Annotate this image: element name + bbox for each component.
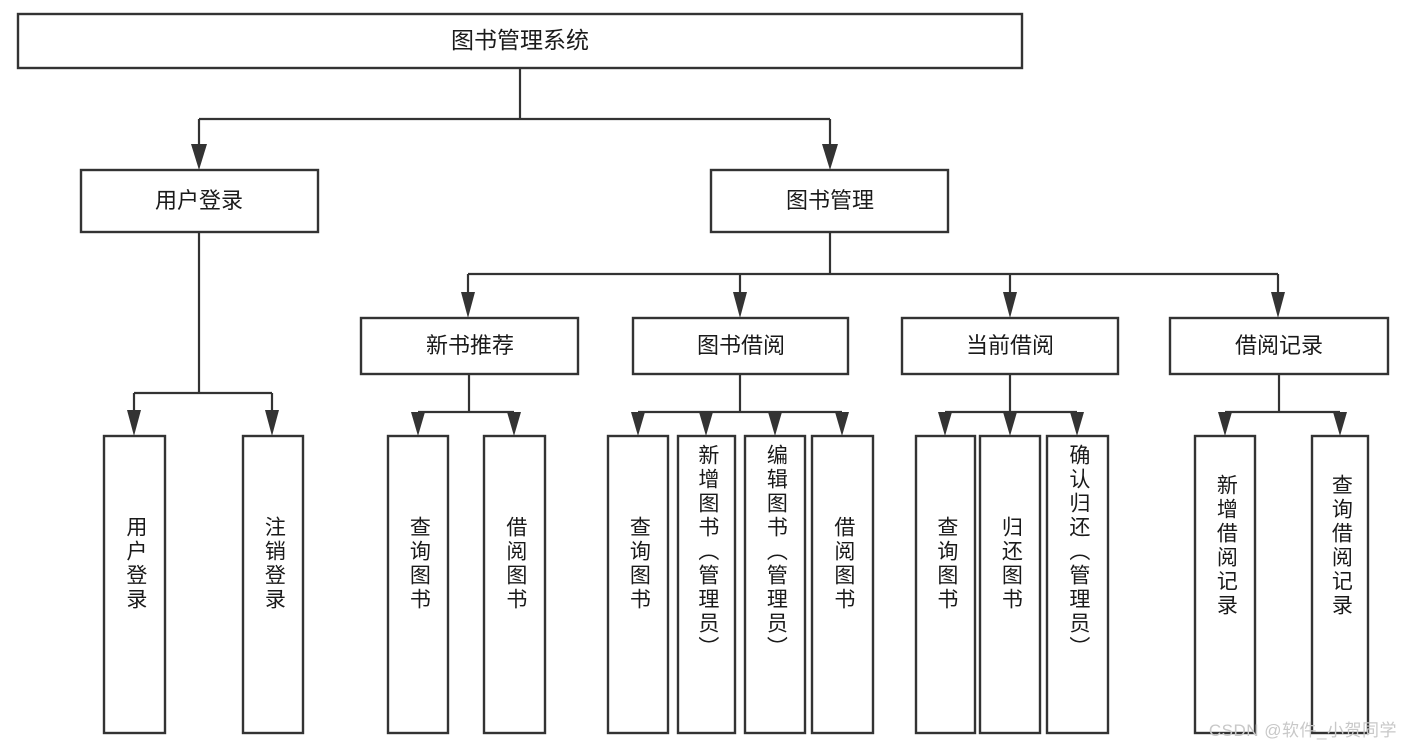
leaf-box-edit-book[interactable] <box>743 434 807 735</box>
arrow-head-leaf-query-book-3 <box>938 412 952 436</box>
connector-group-new-book-rec <box>411 374 521 436</box>
leaf-box-query-record[interactable] <box>1310 434 1370 735</box>
arrow-head-leaf-user-login <box>127 410 141 436</box>
arrow-head-leaf-borrow-book-1 <box>507 412 521 436</box>
arrow-head-leaf-borrow-book-2 <box>835 412 849 436</box>
node-new-book-rec-box[interactable] <box>359 316 580 376</box>
arrow-head-leaf-edit-book <box>768 412 782 436</box>
node-book-borrow-box[interactable] <box>631 316 850 376</box>
watermark-text: CSDN @软件_小贺同学 <box>1208 721 1397 740</box>
leaf-box-query-book-2[interactable] <box>606 434 670 735</box>
leaf-box-add-book[interactable] <box>676 434 737 735</box>
node-book-manage-box[interactable] <box>709 168 950 234</box>
leaf-box-group <box>102 434 1370 735</box>
node-user-login[interactable]: 用户登录 <box>79 168 320 234</box>
arrow-head-new-book-rec <box>461 292 475 318</box>
arrow-head-leaf-user-logout <box>265 410 279 436</box>
node-book-borrow[interactable]: 图书借阅 <box>631 316 850 376</box>
node-book-manage[interactable]: 图书管理 <box>709 168 950 234</box>
arrow-head-leaf-add-book <box>699 412 713 436</box>
arrow-head-leaf-confirm-return <box>1070 412 1084 436</box>
leaf-box-user-logout[interactable] <box>241 434 305 735</box>
arrow-head-book-manage <box>822 144 838 170</box>
leaf-box-return-book[interactable] <box>978 434 1042 735</box>
node-user-login-box[interactable] <box>79 168 320 234</box>
arrow-head-leaf-add-record <box>1218 412 1232 436</box>
leaf-box-borrow-book-2[interactable] <box>810 434 875 735</box>
node-borrow-record-box[interactable] <box>1168 316 1390 376</box>
connector-group-root <box>191 68 838 170</box>
leaf-box-query-book-3[interactable] <box>914 434 977 735</box>
arrow-head-leaf-query-book-1 <box>411 412 425 436</box>
node-current-borrow-box[interactable] <box>900 316 1120 376</box>
arrow-head-current-borrow <box>1003 292 1017 318</box>
connector-group-book-borrow <box>631 374 849 436</box>
arrow-head-book-borrow <box>733 292 747 318</box>
node-borrow-record[interactable]: 借阅记录 <box>1168 316 1390 376</box>
node-root-box[interactable] <box>16 12 1024 70</box>
node-borrow-record-label: 借阅记录 <box>1235 333 1323 358</box>
leaf-box-add-record[interactable] <box>1193 434 1257 735</box>
arrow-head-leaf-query-book-2 <box>631 412 645 436</box>
leaf-box-confirm-return[interactable] <box>1045 434 1110 735</box>
node-book-manage-label: 图书管理 <box>786 188 874 213</box>
node-book-borrow-label: 图书借阅 <box>697 333 785 358</box>
node-new-book-rec[interactable]: 新书推荐 <box>359 316 580 376</box>
arrow-head-user-login <box>191 144 207 170</box>
connector-group-current-borrow <box>938 374 1084 436</box>
connector-group-borrow-record <box>1218 374 1347 436</box>
node-root-label: 图书管理系统 <box>451 27 589 53</box>
arrow-head-leaf-query-record <box>1333 412 1347 436</box>
node-current-borrow-label: 当前借阅 <box>966 333 1054 358</box>
node-user-login-label: 用户登录 <box>155 188 243 213</box>
connector-group-book-manage <box>461 232 1285 318</box>
node-root[interactable]: 图书管理系统 <box>16 12 1024 70</box>
arrow-head-leaf-return-book <box>1003 412 1017 436</box>
leaf-box-user-login[interactable] <box>102 434 167 735</box>
node-current-borrow[interactable]: 当前借阅 <box>900 316 1120 376</box>
leaf-box-query-book-1[interactable] <box>386 434 450 735</box>
arrow-head-borrow-record <box>1271 292 1285 318</box>
node-new-book-rec-label: 新书推荐 <box>426 333 514 358</box>
connector-group-user-login <box>127 232 279 436</box>
leaf-box-borrow-book-1[interactable] <box>482 434 547 735</box>
